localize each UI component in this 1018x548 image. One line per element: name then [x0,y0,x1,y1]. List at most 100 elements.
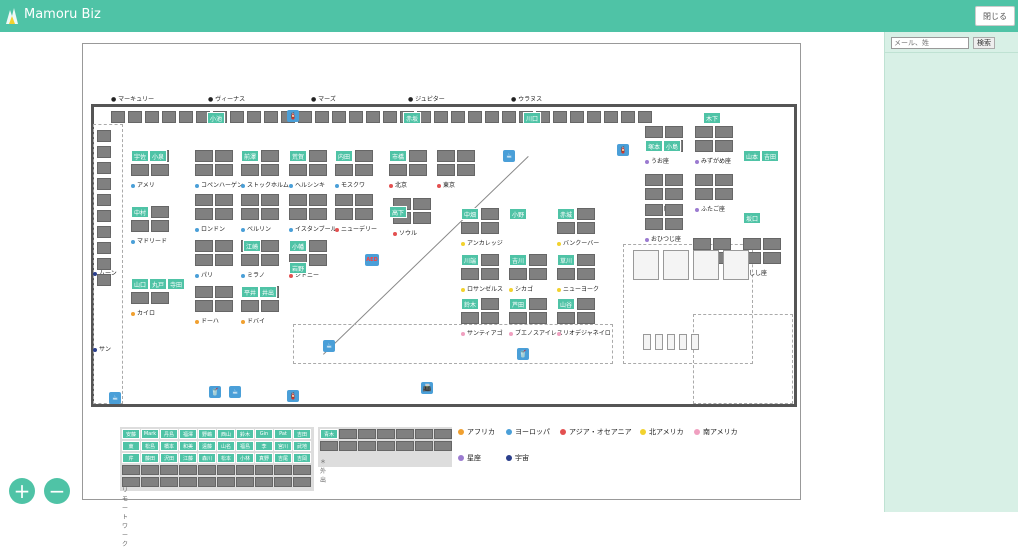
desk[interactable] [451,111,465,123]
remote-user-tag[interactable]: 森川 [198,453,216,463]
name-tag[interactable]: 荒賀 [289,150,307,162]
desk[interactable] [151,292,169,304]
desk[interactable] [261,164,279,176]
name-tag[interactable]: 中村 [131,206,149,218]
name-tag[interactable]: 寺田 [167,278,185,290]
remote-user-tag[interactable]: 吉岡 [293,453,311,463]
desk[interactable] [349,111,363,123]
remote-slot[interactable] [160,477,178,487]
desk[interactable] [261,254,279,266]
desk[interactable] [179,111,193,123]
remote-user-tag[interactable]: Mark [141,429,159,439]
desk[interactable] [195,254,213,266]
facility-icon[interactable]: ☕ [503,150,515,162]
desk[interactable] [97,210,111,222]
desk[interactable] [309,150,327,162]
name-tag[interactable]: 小幡 [289,240,307,252]
outing-slot[interactable] [415,429,433,439]
name-tag[interactable]: 鈴木 [461,298,479,310]
desk[interactable] [131,292,149,304]
desk[interactable] [195,164,213,176]
desk[interactable] [145,111,159,123]
outing-slot[interactable] [377,441,395,451]
desk[interactable] [97,146,111,158]
table[interactable] [723,250,749,280]
desk[interactable] [315,111,329,123]
remote-user-tag[interactable]: 橋本 [160,441,178,451]
desk[interactable] [604,111,618,123]
desk[interactable] [713,238,731,250]
desk[interactable] [645,218,663,230]
desk[interactable] [215,286,233,298]
facility-icon[interactable]: ☕ [109,392,121,404]
desk[interactable] [468,111,482,123]
remote-slot[interactable] [236,477,254,487]
outing-slot[interactable] [434,429,452,439]
remote-user-tag[interactable]: 沢田 [160,453,178,463]
remote-slot[interactable] [122,465,140,475]
desk[interactable] [195,150,213,162]
desk[interactable] [715,174,733,186]
desk[interactable] [97,226,111,238]
desk[interactable] [389,164,407,176]
desk[interactable] [577,268,595,280]
remote-user-tag[interactable]: Pat [274,429,292,439]
remote-user-tag[interactable]: 江藤 [179,453,197,463]
desk[interactable] [413,212,431,224]
desk[interactable] [335,194,353,206]
desk[interactable] [509,268,527,280]
name-tag[interactable]: 宇佐 [131,150,149,162]
floor-map[interactable]: ● マーキュリー● ヴィーナス● マーズ● ジュピター● ウラヌスアメリコペンハ… [82,43,801,500]
desk[interactable] [264,111,278,123]
remote-user-tag[interactable]: 武地 [293,441,311,451]
outing-slot[interactable] [358,441,376,451]
facility-icon[interactable]: 🧯 [287,390,299,402]
name-tag[interactable]: 坂口 [743,212,761,224]
desk[interactable] [645,126,663,138]
remote-slot[interactable] [198,477,216,487]
desk[interactable] [151,220,169,232]
remote-slot[interactable] [217,477,235,487]
desk[interactable] [195,300,213,312]
remote-slot[interactable] [217,465,235,475]
desk[interactable] [638,111,652,123]
name-tag[interactable]: 高下 [389,206,407,218]
desk[interactable] [366,111,380,123]
aed-icon[interactable]: AED [365,254,379,266]
facility-icon[interactable]: ☕ [229,386,241,398]
desk[interactable] [289,208,307,220]
remote-slot[interactable] [293,465,311,475]
desk[interactable] [763,238,781,250]
table[interactable] [693,250,719,280]
desk[interactable] [457,150,475,162]
remote-slot[interactable] [160,465,178,475]
desk[interactable] [665,126,683,138]
desk[interactable] [335,164,353,176]
chair[interactable] [643,334,651,350]
desk[interactable] [241,208,259,220]
desk[interactable] [409,164,427,176]
desk[interactable] [502,111,516,123]
facility-icon[interactable]: 📠 [421,382,433,394]
remote-slot[interactable] [255,465,273,475]
desk[interactable] [529,254,547,266]
name-tag[interactable]: 塚本 [645,140,663,152]
desk[interactable] [645,188,663,200]
desk[interactable] [111,111,125,123]
desk[interactable] [261,300,279,312]
desk[interactable] [247,111,261,123]
desk[interactable] [577,222,595,234]
desk[interactable] [151,164,169,176]
remote-slot[interactable] [236,465,254,475]
desk[interactable] [409,150,427,162]
remote-user-tag[interactable]: 芹 [122,453,140,463]
outing-slot[interactable] [434,441,452,451]
desk[interactable] [461,268,479,280]
desk[interactable] [309,208,327,220]
remote-slot[interactable] [141,477,159,487]
desk[interactable] [481,208,499,220]
remote-slot[interactable] [255,477,273,487]
desk[interactable] [97,258,111,270]
outing-slot[interactable] [320,441,338,451]
name-tag[interactable]: 吉田 [761,150,779,162]
